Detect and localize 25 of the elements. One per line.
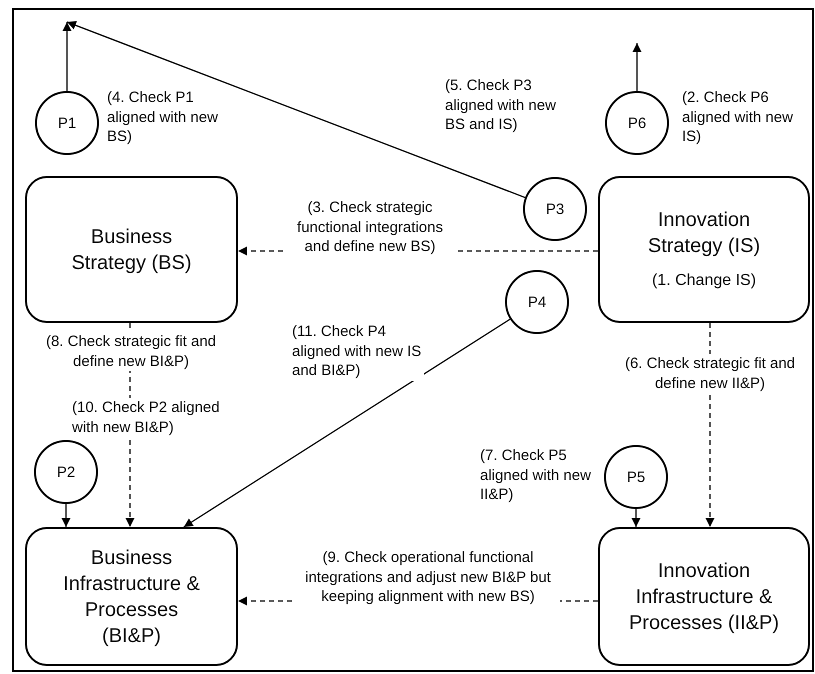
process-box <box>598 176 810 323</box>
node-label: Innovation Strategy (IS) <box>646 208 762 260</box>
step-note: (11. Check P4 aligned with new IS and BI&P) <box>292 322 424 380</box>
arrow <box>183 318 510 528</box>
arrow <box>62 22 72 91</box>
node-label: P6 <box>628 114 646 132</box>
node-label: Business Infrastructure & Processes (BI&P) <box>62 546 201 648</box>
node-label: P5 <box>626 468 646 486</box>
process-box <box>25 527 238 666</box>
process-box <box>25 176 238 323</box>
process-box <box>598 527 810 666</box>
edge-label: (9. Check operational functional integrations and adjust new BI&P but keeping alignment with new BS) <box>296 548 560 606</box>
node-label: P3 <box>546 200 564 218</box>
step-note: (7. Check P5 aligned with new II&P) <box>480 446 592 504</box>
arrow <box>632 509 640 527</box>
arrow <box>66 21 526 198</box>
node-label: P4 <box>528 294 546 310</box>
edge-label: (3. Check strategic functional integrations and define new BS) <box>285 198 455 256</box>
node-label: P2 <box>56 464 76 480</box>
node-label: P1 <box>58 114 76 132</box>
node-note: (1. Change IS) <box>652 271 756 292</box>
node-label: Innovation Infrastructure & Processes (II&P) <box>628 558 780 636</box>
arrow <box>62 504 70 527</box>
arrow <box>632 43 642 91</box>
node-label: Business Strategy (BS) <box>70 224 193 276</box>
